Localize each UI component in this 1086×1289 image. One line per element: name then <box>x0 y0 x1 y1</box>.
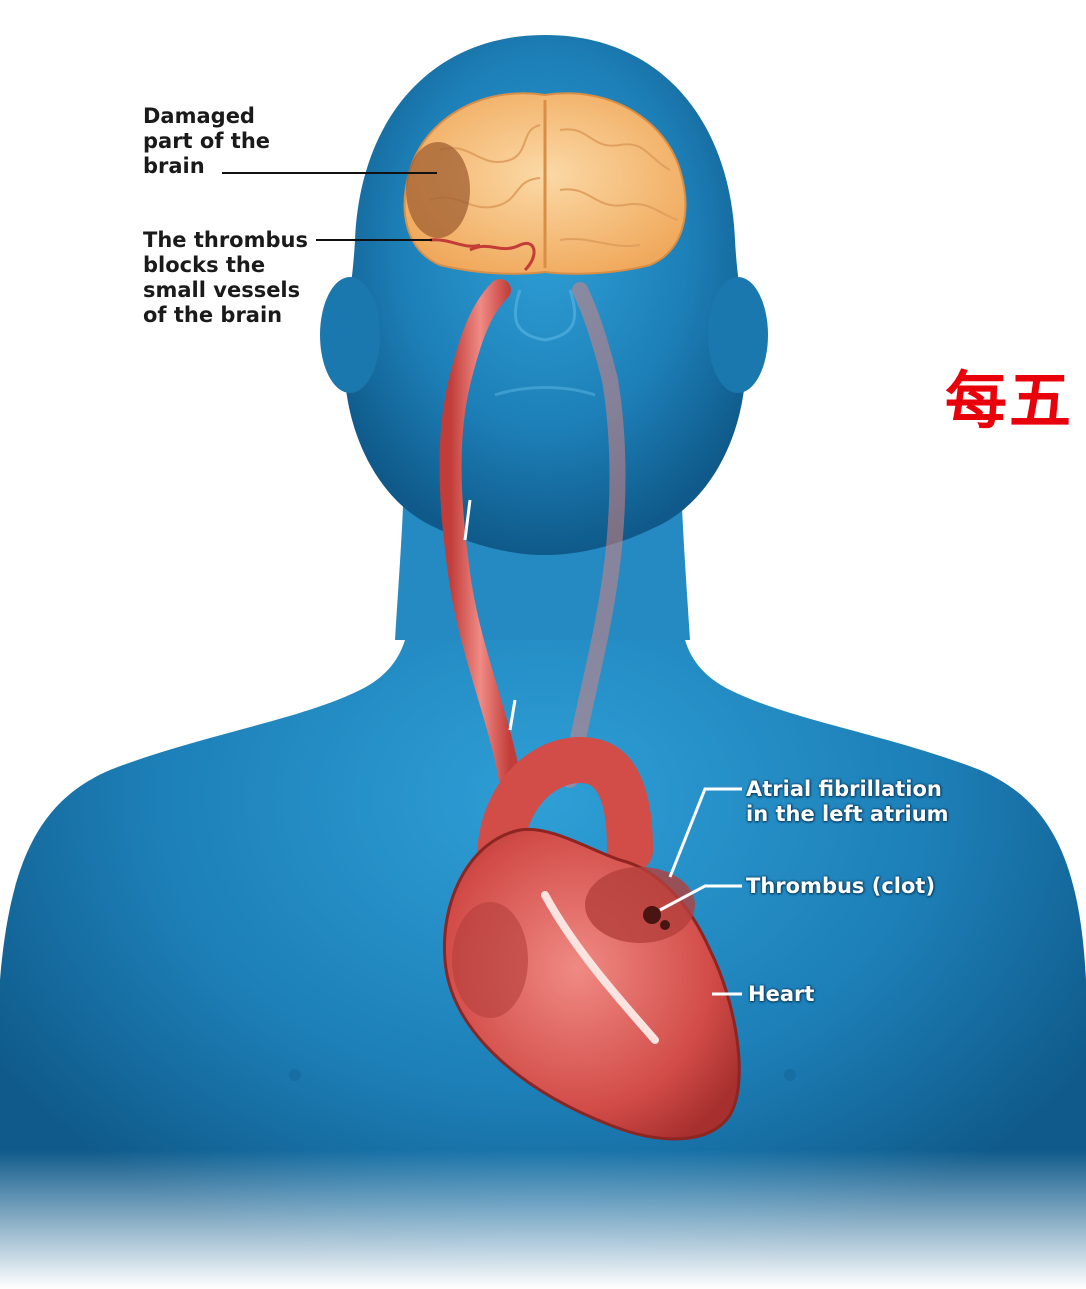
brain <box>405 93 686 273</box>
label-atrial-fibrillation: Atrial fibrillation in the left atrium <box>746 777 949 827</box>
right-nipple <box>784 1069 796 1081</box>
bottom-fade <box>0 1150 1086 1289</box>
label-thrombus-clot: Thrombus (clot) <box>746 874 935 899</box>
label-damaged-brain: Damaged part of the brain <box>143 104 270 179</box>
thrombus-clot <box>643 906 661 924</box>
side-caption: 每五 <box>945 350 1073 440</box>
label-thrombus-blocks: The thrombus blocks the small vessels of… <box>143 228 308 328</box>
damaged-brain-region <box>406 142 470 238</box>
left-ear <box>320 277 380 393</box>
left-nipple <box>289 1069 301 1081</box>
right-ear <box>708 277 768 393</box>
label-heart: Heart <box>748 982 814 1007</box>
